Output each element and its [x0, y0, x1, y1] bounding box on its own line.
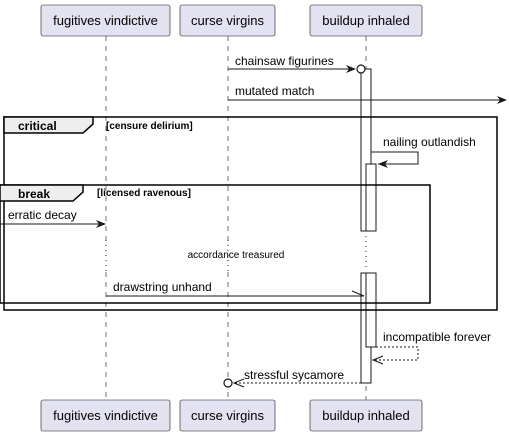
message-arrowhead: [497, 96, 507, 104]
delay-label: accordance treasured: [188, 250, 285, 261]
fragment-critical-frame: [3, 116, 498, 311]
message-label: incompatible forever: [383, 330, 491, 344]
message-label: chainsaw figurines: [235, 54, 334, 68]
message-endpoint-circle: [223, 378, 233, 388]
participants-bottom: fugitives vindictive curse virgins build…: [40, 399, 423, 432]
activation-bar-inner-top: [365, 163, 377, 232]
fragment-critical-guard: [censure delirium]: [106, 121, 193, 132]
participants-top: fugitives vindictive curse virgins build…: [40, 4, 423, 37]
message-half-arrowhead: [351, 290, 365, 297]
message-arrowhead: [378, 160, 388, 168]
message-arrowhead: [371, 355, 384, 365]
participant-curse-virgins-bottom[interactable]: curse virgins: [179, 399, 276, 432]
fragment-break: break [licensed ravenous]: [0, 184, 431, 304]
message-label: drawstring unhand: [113, 280, 212, 294]
participant-label: buildup inhaled: [322, 13, 409, 28]
fragment-critical-kind: critical: [18, 119, 57, 133]
participant-label: fugitives vindictive: [53, 13, 158, 28]
message-label: nailing outlandish: [383, 135, 476, 149]
message-label: mutated match: [235, 84, 314, 98]
participant-buildup-inhaled-bottom[interactable]: buildup inhaled: [309, 399, 423, 432]
participant-label: curse virgins: [191, 408, 264, 423]
message-chainsaw-figurines: chainsaw figurines: [228, 54, 366, 74]
message-stressful-sycamore: stressful sycamore: [223, 368, 361, 388]
participant-buildup-inhaled-top[interactable]: buildup inhaled: [309, 4, 423, 37]
message-incompatible-forever: incompatible forever: [371, 330, 491, 365]
participant-label: fugitives vindictive: [53, 408, 158, 423]
fragment-break-frame: [0, 184, 431, 304]
message-arrowhead: [96, 220, 106, 228]
message-endpoint-circle: [356, 64, 366, 74]
fragment-break-guard: [licensed ravenous]: [97, 188, 191, 199]
fragment-break-tab: [0, 184, 84, 202]
message-line: [373, 346, 419, 361]
message-nailing-outlandish: nailing outlandish: [371, 135, 476, 168]
message-arrowhead: [346, 65, 356, 73]
message-label: stressful sycamore: [244, 368, 344, 382]
message-label: erratic decay: [8, 208, 77, 222]
participant-label: buildup inhaled: [322, 408, 409, 423]
participant-fugitives-vindictive-top[interactable]: fugitives vindictive: [40, 4, 171, 37]
fragment-critical-tab: [3, 116, 94, 134]
participant-label: curse virgins: [191, 13, 264, 28]
message-arrowhead: [232, 378, 245, 388]
message-mutated-match: mutated match: [228, 84, 507, 104]
activations: [360, 68, 377, 384]
message-erratic-decay: erratic decay: [0, 208, 106, 228]
message-drawstring-unhand: drawstring unhand: [106, 280, 365, 297]
participant-curse-virgins-top[interactable]: curse virgins: [179, 4, 276, 37]
fragment-break-kind: break: [18, 187, 50, 201]
delay-gap: [355, 232, 385, 272]
fragment-critical: critical [censure delirium]: [3, 116, 498, 311]
message-line: [371, 151, 419, 165]
participant-fugitives-vindictive-bottom[interactable]: fugitives vindictive: [40, 399, 171, 432]
